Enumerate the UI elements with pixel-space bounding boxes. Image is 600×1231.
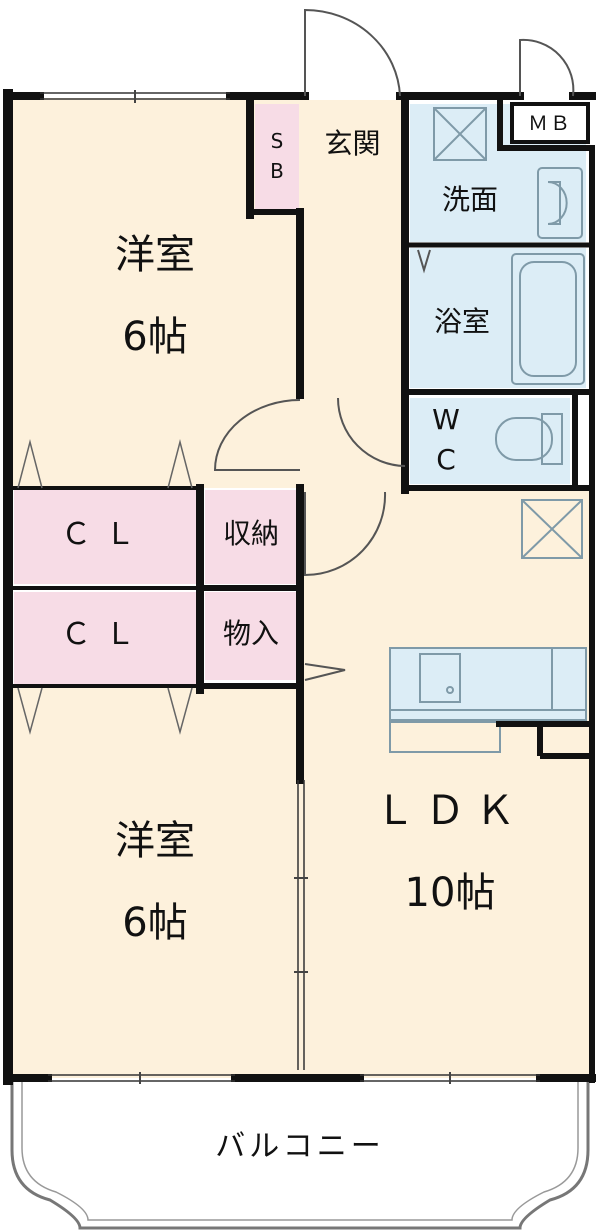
storage-label: 収納 [222, 517, 279, 550]
storeroom-label: 物入 [222, 617, 279, 650]
entrance-fill [300, 100, 405, 180]
closet-top-fill [14, 490, 200, 584]
closet-bottom-label: ＣＬ [61, 617, 149, 652]
ldk-fill [300, 488, 590, 1078]
corridor-fill [300, 150, 405, 490]
western-room-bottom-size: 6帖 [122, 900, 188, 946]
western-room-top-name: 洋室 [115, 232, 195, 278]
ldk-name: ＬＤＫ [375, 788, 525, 834]
bathroom-fill [410, 248, 586, 388]
walls [3, 89, 596, 1085]
washroom-label: 洗面 [441, 183, 498, 216]
toilet-fill [410, 398, 570, 484]
western-room-bottom-fill [10, 685, 300, 1078]
entrance-label: 玄関 [324, 127, 381, 160]
window-ticks [134, 90, 451, 1084]
shoe-box-label-s: S [270, 129, 284, 153]
shoe-box-label-b: B [270, 159, 284, 183]
ldk-size: 10帖 [404, 870, 496, 916]
kitchen-counter-walls [496, 721, 590, 759]
closet-bottom-fill [14, 592, 200, 686]
balcony-inner-rail [21, 1082, 579, 1221]
closet-top-label: ＣＬ [61, 517, 149, 552]
bathroom-label: 浴室 [433, 305, 490, 338]
closet-doors [17, 439, 193, 735]
meter-box [510, 102, 590, 144]
western-room-bottom-name: 洋室 [115, 818, 195, 864]
storeroom-fill [205, 592, 297, 680]
toilet-label-w: W [432, 403, 460, 436]
door-swings [213, 8, 575, 681]
balcony-label: バルコニー [215, 1129, 385, 1164]
toilet-label-c: C [436, 443, 456, 476]
meter-box-label: ＭＢ [528, 111, 572, 135]
western-room-top-size: 6帖 [122, 314, 188, 360]
balcony-outline [10, 1082, 590, 1230]
storage-fill [205, 490, 297, 584]
fixtures [389, 107, 587, 753]
shoe-box-fill [255, 104, 299, 210]
